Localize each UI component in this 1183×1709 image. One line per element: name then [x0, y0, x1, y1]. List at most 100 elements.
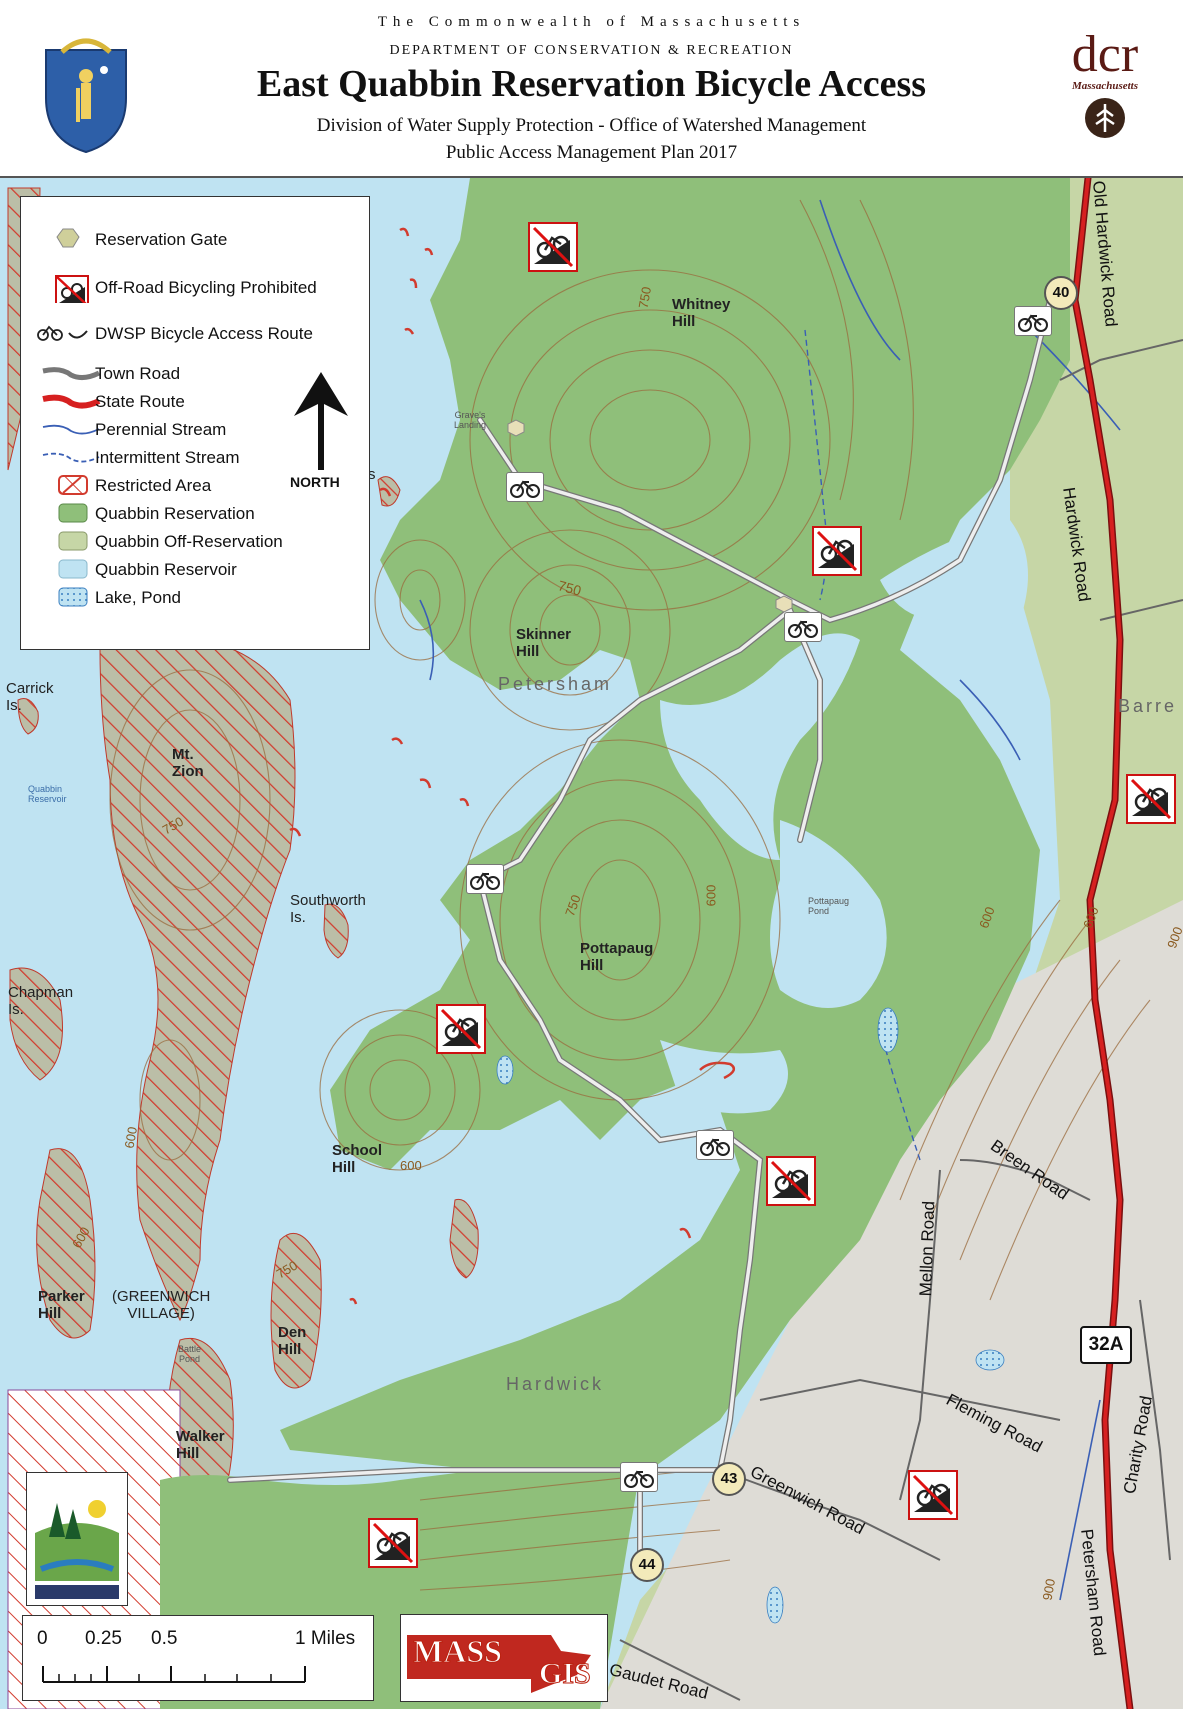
- north-arrow: NORTH: [286, 370, 356, 495]
- commonwealth-line: The Commonwealth of Massachusetts: [377, 14, 806, 30]
- bicycle-route-icon: [506, 472, 544, 502]
- department-line: DEPARTMENT OF CONSERVATION & RECREATION: [389, 43, 794, 58]
- massgis-state-icon: [407, 1635, 591, 1693]
- developed-land: [600, 900, 1183, 1709]
- scale-bar-graphic: [42, 1666, 306, 1683]
- massgis-gis-text: GIS: [539, 1657, 592, 1691]
- label-pottapaug-hill: Pottapaug Hill: [580, 940, 654, 974]
- map-legend: Reservation Gate Off-Road Bicycling Proh…: [20, 196, 370, 650]
- label-southworth: Southworth Is.: [290, 892, 366, 926]
- map-header: The Commonwealth of Massachusetts DEPART…: [0, 0, 1183, 178]
- map-subtitle-division: Division of Water Supply Protection - Of…: [316, 115, 867, 136]
- restricted-east-islet: [449, 1198, 479, 1279]
- town-road-line: [42, 367, 101, 381]
- label-barre: Barre: [1118, 696, 1178, 716]
- restricted-chapman: [9, 967, 63, 1081]
- legend-item: Restricted Area: [21, 473, 361, 497]
- contour-lines: [109, 199, 1151, 1591]
- state-route-line: [42, 394, 101, 409]
- scale-bar: 0 0.25 0.5 1 Miles: [22, 1615, 374, 1701]
- scale-tick-label: 0: [37, 1628, 48, 1649]
- map-subtitle-plan: Public Access Management Plan 2017: [445, 142, 738, 163]
- legend-label: DWSP Bicycle Access Route: [95, 324, 313, 343]
- legend-item: Perennial Stream: [21, 417, 361, 441]
- legend-item: State Route: [21, 389, 361, 413]
- label-chapman: Chapman Is.: [8, 984, 74, 1018]
- restricted-area-swatch: [58, 475, 88, 495]
- legend-label: Reservation Gate: [95, 230, 228, 249]
- bicycle-route-icon: [784, 612, 822, 642]
- no-bicycle-icon: [766, 1156, 816, 1206]
- dcr-leaf-icon: [1085, 98, 1125, 138]
- dcr-logo: dcr Massachusetts: [1050, 26, 1160, 150]
- legend-label: Restricted Area: [95, 476, 212, 495]
- scale-tick-label: 0.5: [151, 1628, 178, 1649]
- state-route: [1071, 178, 1134, 1709]
- reservoir-swatch: [58, 559, 88, 579]
- no-bicycle-icon: [368, 1518, 418, 1568]
- restricted-islets: [289, 227, 736, 1305]
- no-bicycle-icon: [1126, 774, 1176, 824]
- contour-label: 600: [400, 1158, 422, 1173]
- label-parker-hill: Parker Hill: [38, 1288, 85, 1322]
- massachusetts-seal-icon: [45, 38, 127, 154]
- restricted-southworth: [323, 903, 349, 959]
- legend-item: Quabbin Off-Reservation: [21, 529, 361, 553]
- legend-label: State Route: [95, 392, 185, 411]
- legend-item: Intermittent Stream: [21, 445, 361, 469]
- label-graves-landing: Grave's Landing: [454, 410, 487, 430]
- north-label: NORTH: [290, 474, 340, 490]
- legend-label: Intermittent Stream: [95, 448, 240, 467]
- label-den-hill: Den Hill: [278, 1324, 307, 1358]
- legend-item: Off-Road Bicycling Prohibited: [21, 275, 361, 303]
- legend-label: Quabbin Off-Reservation: [95, 532, 283, 551]
- dcr-logo-sub: Massachusetts: [1071, 80, 1139, 92]
- legend-label: Town Road: [95, 364, 181, 383]
- legend-label: Quabbin Reservation: [95, 504, 255, 523]
- off-reservation-roads: [619, 339, 1183, 1701]
- label-mt-zion: Mt. Zion: [172, 746, 204, 780]
- legend-label: Perennial Stream: [95, 420, 227, 439]
- label-pottapaug-pond: Pottapaug Pond: [808, 896, 850, 916]
- legend-item: Quabbin Reservation: [21, 501, 361, 525]
- label-carrick: Carrick Is.: [6, 680, 54, 714]
- perennial-streams: [419, 199, 1121, 1601]
- road-label-mellon: Mellon Road: [916, 1200, 939, 1297]
- label-battle-pond: Battle Pond: [178, 1344, 202, 1364]
- legend-item: Quabbin Reservoir: [21, 557, 361, 581]
- eoeea-logo-icon: [35, 1481, 119, 1599]
- massgis-logo: MASS GIS: [400, 1614, 608, 1702]
- restricted-den-hill: [270, 1232, 322, 1389]
- bicycle-route-icon: [37, 325, 88, 341]
- label-partial-s: s: [368, 466, 376, 483]
- route-40-shield: 40: [1044, 276, 1078, 310]
- perennial-stream-line: [42, 424, 100, 435]
- map-title: East Quabbin Reservation Bicycle Access: [256, 63, 927, 105]
- bicycle-route-icon: [466, 864, 504, 894]
- intermittent-stream-line: [42, 452, 100, 463]
- route-32a-shield: 32A: [1080, 1326, 1132, 1364]
- restricted-mt-zion: [99, 631, 296, 1322]
- water-arm-east: [880, 520, 1028, 630]
- route-43-shield: 43: [712, 1462, 746, 1496]
- lake-pond-swatch: [58, 587, 88, 607]
- eoeea-logo: [26, 1472, 128, 1606]
- north-arrow-icon: [294, 372, 348, 470]
- scale-tick-label: 0.25: [85, 1628, 122, 1649]
- restricted-parker-hill: [36, 1148, 96, 1339]
- pottapaug-pond: [770, 820, 887, 1008]
- no-bicycle-icon: [55, 275, 89, 303]
- no-bicycle-icon: [812, 526, 862, 576]
- route-44-shield: 44: [630, 1548, 664, 1582]
- label-school-hill: School Hill: [332, 1142, 383, 1176]
- dcr-logo-text: dcr: [1071, 26, 1139, 83]
- off-reservation-swatch: [58, 531, 88, 551]
- legend-item: Reservation Gate: [21, 227, 361, 251]
- label-greenwich-village: (GREENWICH VILLAGE): [112, 1288, 211, 1322]
- label-quabbin-reservoir: Quabbin Reservoir: [28, 784, 67, 804]
- no-bicycle-icon: [528, 222, 578, 272]
- reservation-swatch: [58, 503, 88, 523]
- label-whitney-hill: Whitney Hill: [672, 296, 731, 330]
- lakes-ponds: [496, 1007, 1005, 1624]
